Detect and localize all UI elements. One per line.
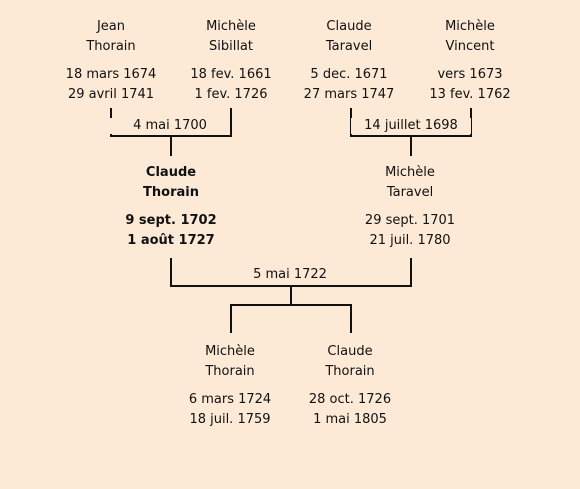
marriage-date: 5 mai 1722 bbox=[230, 267, 350, 283]
birth-date: 18 fev. 1661 bbox=[190, 67, 272, 82]
dates: 18 mars 1674 29 avril 1741 bbox=[41, 65, 181, 105]
death-date: 29 avril 1741 bbox=[67, 87, 155, 102]
birth-date: 18 mars 1674 bbox=[65, 67, 157, 82]
first-name: Claude bbox=[327, 344, 373, 359]
person-claude-thorain: Claude Thorain 9 sept. 1702 1 août 1727 bbox=[101, 163, 241, 251]
dates: 6 mars 1724 18 juil. 1759 bbox=[160, 390, 300, 430]
marriage-date: 14 juillet 1698 bbox=[351, 118, 471, 134]
first-name: Claude bbox=[145, 165, 197, 180]
death-date: 1 mai 1805 bbox=[313, 412, 387, 427]
death-date: 21 juil. 1780 bbox=[369, 233, 451, 248]
person-michele-thorain: Michèle Thorain 6 mars 1724 18 juil. 175… bbox=[160, 342, 300, 430]
person-michele-sibillat: Michèle Sibillat 18 fev. 1661 1 fev. 172… bbox=[161, 17, 301, 105]
last-name: Taravel bbox=[386, 185, 434, 200]
last-name: Sibillat bbox=[208, 39, 253, 54]
first-name: Michèle bbox=[206, 19, 256, 34]
dates: vers 1673 13 fev. 1762 bbox=[400, 65, 540, 105]
last-name: Vincent bbox=[445, 39, 495, 54]
first-name: Michèle bbox=[385, 165, 435, 180]
death-date: 18 juil. 1759 bbox=[189, 412, 271, 427]
birth-date: 5 dec. 1671 bbox=[310, 67, 388, 82]
last-name: Taravel bbox=[325, 39, 373, 54]
first-name: Jean bbox=[96, 19, 126, 34]
marriage-date: 4 mai 1700 bbox=[110, 118, 230, 134]
person-claude-thorain-jr: Claude Thorain 28 oct. 1726 1 mai 1805 bbox=[280, 342, 420, 430]
death-date: 27 mars 1747 bbox=[303, 87, 395, 102]
birth-date: 6 mars 1724 bbox=[188, 392, 272, 407]
last-name: Thorain bbox=[143, 185, 199, 200]
person-jean-thorain: Jean Thorain 18 mars 1674 29 avril 1741 bbox=[41, 17, 181, 105]
dates: 9 sept. 1702 1 août 1727 bbox=[101, 211, 241, 251]
last-name: Thorain bbox=[325, 364, 375, 379]
first-name: Michèle bbox=[205, 344, 255, 359]
first-name: Michèle bbox=[445, 19, 495, 34]
birth-date: 9 sept. 1702 bbox=[125, 213, 217, 228]
dates: 5 dec. 1671 27 mars 1747 bbox=[279, 65, 419, 105]
death-date: 13 fev. 1762 bbox=[429, 87, 511, 102]
birth-date: 29 sept. 1701 bbox=[364, 213, 456, 228]
person-michele-vincent: Michèle Vincent vers 1673 13 fev. 1762 bbox=[400, 17, 540, 105]
dates: 28 oct. 1726 1 mai 1805 bbox=[280, 390, 420, 430]
birth-date: vers 1673 bbox=[437, 67, 503, 82]
death-date: 1 fev. 1726 bbox=[194, 87, 268, 102]
last-name: Thorain bbox=[86, 39, 136, 54]
person-claude-taravel: Claude Taravel 5 dec. 1671 27 mars 1747 bbox=[279, 17, 419, 105]
birth-date: 28 oct. 1726 bbox=[308, 392, 392, 407]
dates: 18 fev. 1661 1 fev. 1726 bbox=[161, 65, 301, 105]
first-name: Claude bbox=[326, 19, 372, 34]
person-michele-taravel: Michèle Taravel 29 sept. 1701 21 juil. 1… bbox=[340, 163, 480, 251]
last-name: Thorain bbox=[205, 364, 255, 379]
dates: 29 sept. 1701 21 juil. 1780 bbox=[340, 211, 480, 251]
death-date: 1 août 1727 bbox=[127, 233, 215, 248]
